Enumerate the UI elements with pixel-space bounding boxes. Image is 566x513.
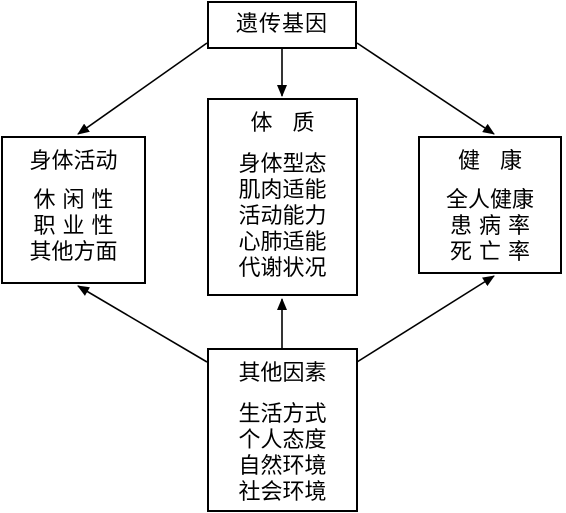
physical-activity-items: 休 闲 性 职 业 性 其他方面 xyxy=(29,188,117,266)
other-factors-items: 生活方式 个人态度 自然环境 社会环境 xyxy=(238,402,326,506)
arrow-other-to-health xyxy=(356,275,495,363)
other-factors-item: 个人态度 xyxy=(238,428,327,453)
health-box: 健康 全人健康 患 病 率 死 亡 率 xyxy=(418,136,562,274)
genetics-box: 遗传基因 xyxy=(207,1,357,49)
health-item: 患 病 率 xyxy=(449,214,530,239)
health-item: 全人健康 xyxy=(445,188,534,213)
physical-activity-item: 职 业 性 xyxy=(33,214,114,239)
other-factors-title: 其他因素 xyxy=(238,361,327,386)
physical-activity-title: 身体活动 xyxy=(29,149,118,174)
arrow-genetics-to-activity xyxy=(77,42,208,135)
physique-item: 身体型态 xyxy=(238,152,327,177)
health-title: 健康 xyxy=(457,149,542,174)
physical-activity-item: 休 闲 性 xyxy=(33,188,114,213)
physique-item: 代谢状况 xyxy=(238,256,327,281)
other-factors-item: 生活方式 xyxy=(238,402,327,427)
other-factors-box: 其他因素 生活方式 个人态度 自然环境 社会环境 xyxy=(207,348,358,512)
other-factors-item: 自然环境 xyxy=(238,454,327,479)
physique-item: 肌肉适能 xyxy=(238,178,327,203)
health-item: 死 亡 率 xyxy=(449,240,530,265)
physical-activity-box: 身体活动 休 闲 性 职 业 性 其他方面 xyxy=(1,136,146,284)
arrow-genetics-to-health xyxy=(356,42,495,135)
physique-item: 心肺适能 xyxy=(238,230,327,255)
physique-item: 活动能力 xyxy=(238,204,327,229)
health-items: 全人健康 患 病 率 死 亡 率 xyxy=(446,188,534,266)
physical-activity-item: 其他方面 xyxy=(29,240,118,265)
genetics-title: 遗传基因 xyxy=(235,12,328,37)
physique-items: 身体型态 肌肉适能 活动能力 心肺适能 代谢状况 xyxy=(238,152,326,282)
other-factors-item: 社会环境 xyxy=(238,480,327,505)
physique-box: 体质 身体型态 肌肉适能 活动能力 心肺适能 代谢状况 xyxy=(207,98,358,296)
physique-title: 体质 xyxy=(250,111,335,136)
arrow-other-to-activity xyxy=(77,285,208,363)
